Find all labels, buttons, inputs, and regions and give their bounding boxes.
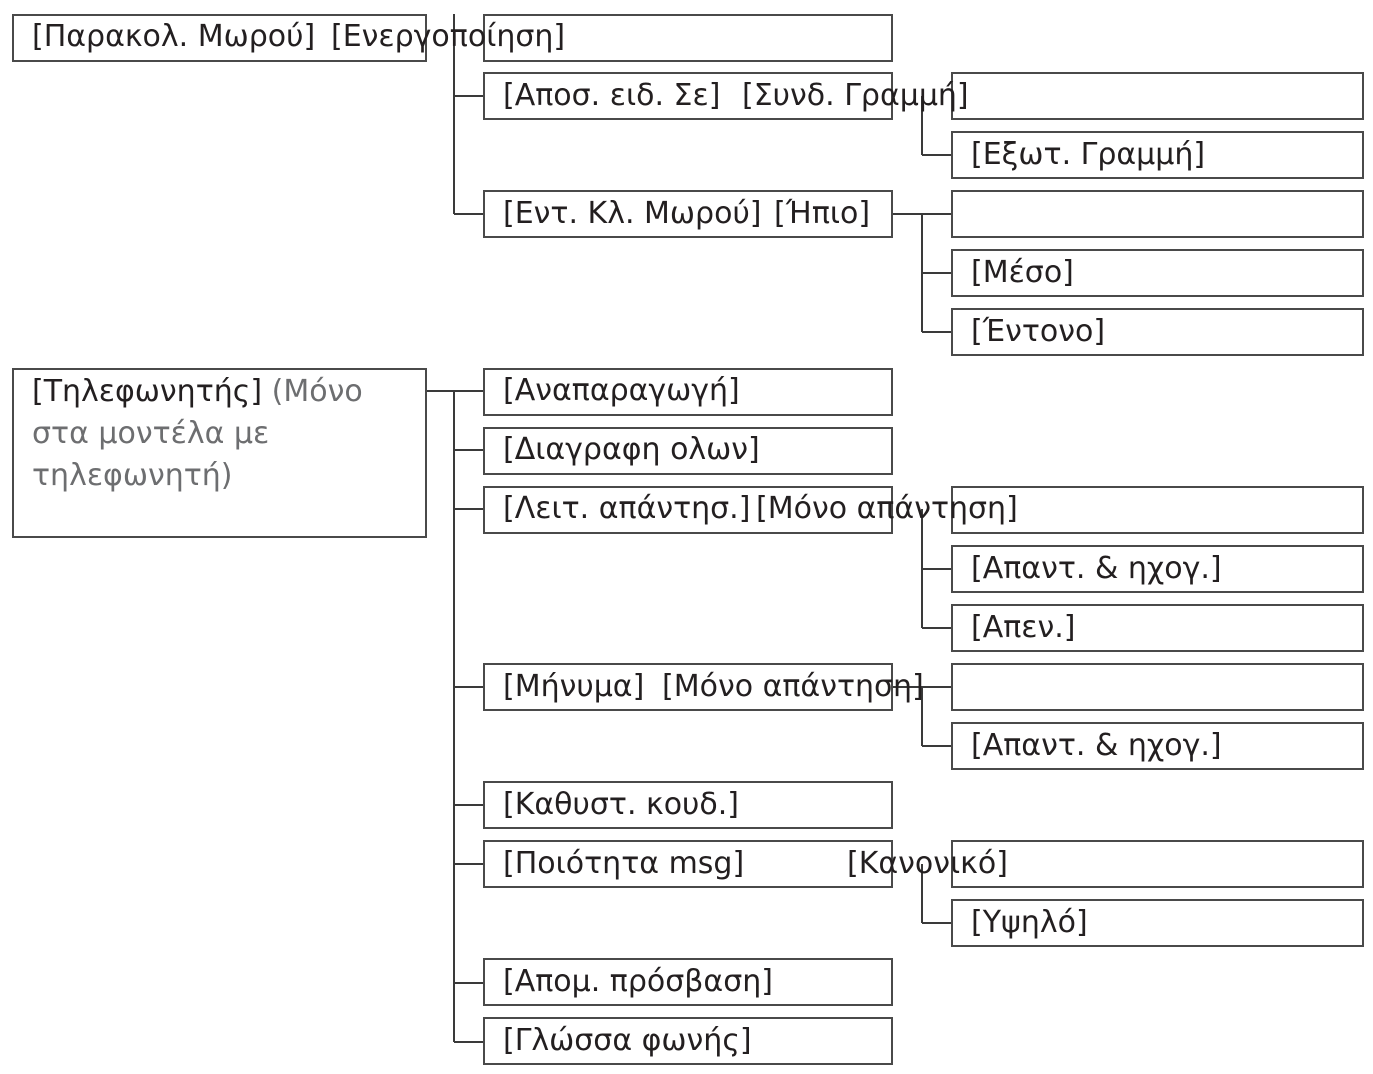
option-box-baby-volume-high[interactable] (951, 308, 1364, 356)
menu-box-play[interactable] (483, 368, 893, 416)
answering-machine-note: (Μόνο στα μοντέλα με τηλεφωνητή) (32, 374, 363, 493)
menu-box-voice-language[interactable] (483, 1017, 893, 1065)
option-box-msg-quality-high[interactable] (951, 899, 1364, 947)
menu-box-baby-volume[interactable] (483, 190, 893, 238)
menu-box-remote-access[interactable] (483, 958, 893, 1006)
send-alert-label: [Αποσ. ειδ. Σε] (503, 78, 721, 113)
menu-box-answering-machine[interactable] (12, 368, 427, 538)
message-value: [Μόνο απάντηση] (662, 669, 924, 704)
option-box-msg-quality-value[interactable] (951, 840, 1364, 888)
baby-volume-option-medium: [Μέσο] (971, 255, 1074, 290)
message-label: [Μήνυμα] (503, 669, 645, 704)
menu-box-message[interactable] (483, 663, 893, 711)
msg-quality-option-high: [Υψηλό] (971, 905, 1088, 940)
menu-box-msg-quality[interactable] (483, 840, 893, 888)
menu-box-ring-delay[interactable] (483, 781, 893, 829)
menu-box-baby-call[interactable] (12, 14, 427, 62)
baby-volume-option-high: [Έντονο] (971, 314, 1106, 349)
option-box-answer-off[interactable] (951, 604, 1364, 652)
remote-access-label: [Απομ. πρόσβαση] (503, 964, 773, 999)
option-box-send-alert-alt[interactable] (951, 131, 1364, 179)
ring-delay-label: [Καθυστ. κουδ.] (503, 787, 740, 822)
baby-call-label: [Παρακολ. Μωρού] (32, 19, 316, 54)
menu-box-delete-all[interactable] (483, 427, 893, 475)
answer-mode-option-off: [Απεν.] (971, 610, 1076, 645)
option-box-message-value[interactable] (951, 663, 1364, 711)
message-option-record: [Απαντ. & ηχογ.] (971, 728, 1222, 763)
menu-box-send-alert[interactable] (483, 72, 893, 120)
send-alert-value: [Συνδ. Γραμμή] (742, 78, 969, 113)
answer-mode-value: [Μόνο απάντηση] (756, 491, 1018, 526)
option-box-baby-volume-value[interactable] (951, 190, 1364, 238)
baby-volume-value: [Ήπιο] (774, 196, 871, 231)
play-label: [Αναπαραγωγή] (503, 373, 740, 408)
answer-mode-label: [Λειτ. απάντησ.] (503, 491, 751, 526)
menu-box-answer-mode[interactable] (483, 486, 893, 534)
msg-quality-value: [Κανονικό] (847, 846, 1008, 881)
answering-machine-label: [Τηλεφωνητής] (32, 374, 263, 409)
answer-mode-option-record: [Απαντ. & ηχογ.] (971, 551, 1222, 586)
delete-all-label: [Διαγραφη ολων] (503, 432, 760, 467)
menu-box-baby-call-value[interactable] (483, 14, 893, 62)
baby-volume-label: [Εντ. Κλ. Μωρού] (503, 196, 762, 231)
answering-machine-title: [Τηλεφωνητής] (Μόνο στα μοντέλα με τηλεφ… (32, 371, 417, 497)
option-box-message-record[interactable] (951, 722, 1364, 770)
baby-call-value: [Ενεργοποίηση] (331, 19, 566, 54)
send-alert-option: [Εξωτ. Γραμμή] (971, 137, 1206, 172)
voice-language-label: [Γλώσσα φωνής] (503, 1023, 752, 1058)
option-box-send-alert-value[interactable] (951, 72, 1364, 120)
option-box-answer-mode-value[interactable] (951, 486, 1364, 534)
option-box-baby-volume-medium[interactable] (951, 249, 1364, 297)
option-box-answer-record[interactable] (951, 545, 1364, 593)
msg-quality-label: [Ποιότητα msg] (503, 846, 745, 881)
